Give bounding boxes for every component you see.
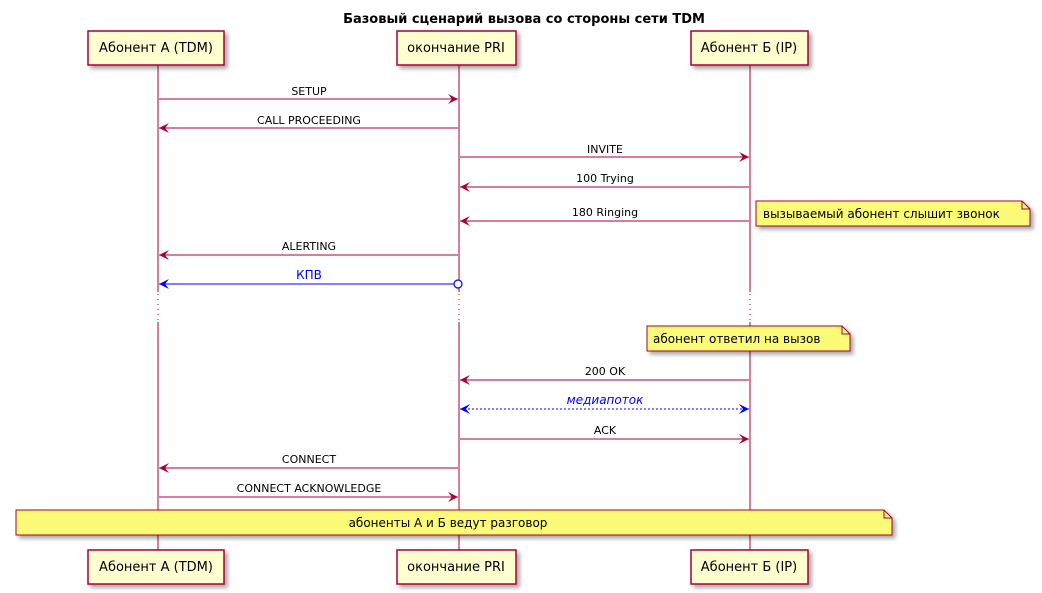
message-label: 200 OK (585, 365, 626, 378)
participant-label: окончание PRI (407, 560, 505, 575)
message-100-trying: 100 Trying (460, 172, 749, 192)
participant-label: Абонент Б (IP) (701, 41, 797, 56)
message-200-ok: 200 OK (460, 365, 749, 385)
message-invite: INVITE (460, 143, 749, 162)
message-label: INVITE (587, 143, 623, 156)
message-kpv: КПВ (159, 268, 463, 289)
note-label: абоненты А и Б ведут разговор (349, 516, 548, 530)
note-label: вызываемый абонент слышит звонок (763, 207, 1000, 221)
message-label: SETUP (291, 85, 327, 98)
message-label: КПВ (296, 268, 322, 282)
message-label: медиапоток (567, 393, 644, 407)
message-setup: SETUP (159, 85, 458, 104)
message-label: 100 Trying (576, 172, 634, 185)
message-connect-acknowledge: CONNECT ACKNOWLEDGE (159, 482, 458, 502)
message-ack: ACK (460, 424, 749, 444)
note-answered: абонент ответил на вызов (646, 325, 851, 352)
message-mediapotok: медиапоток (460, 393, 749, 414)
note-ringing: вызываемый абонент слышит звонок (755, 200, 1031, 227)
message-label: 180 Ringing (572, 206, 638, 219)
message-label: CONNECT (282, 453, 336, 466)
participant-label: Абонент Б (IP) (701, 560, 797, 575)
lifelines (157, 65, 751, 550)
message-label: CALL PROCEEDING (257, 114, 361, 127)
message-180-ringing: 180 Ringing (460, 206, 749, 226)
message-label: CONNECT ACKNOWLEDGE (237, 482, 382, 495)
note-label: абонент ответил на вызов (653, 332, 820, 346)
participant-abonent-a-top: Абонент А (TDM) (87, 30, 225, 66)
participant-pri-top: окончание PRI (396, 30, 517, 66)
participant-label: окончание PRI (407, 41, 505, 56)
message-connect: CONNECT (159, 453, 458, 473)
note-conversation: абоненты А и Б ведут разговор (15, 509, 893, 536)
message-origin-circle (453, 279, 463, 289)
message-label: ACK (594, 424, 617, 437)
participant-label: Абонент А (TDM) (99, 41, 213, 56)
participant-abonent-a-bottom: Абонент А (TDM) (87, 549, 225, 585)
message-call-proceeding: CALL PROCEEDING (159, 114, 458, 133)
diagram-title: Базовый сценарий вызова со стороны сети … (343, 12, 705, 27)
message-alerting: ALERTING (159, 240, 458, 260)
participant-pri-bottom: окончание PRI (396, 549, 517, 585)
message-label: ALERTING (282, 240, 336, 253)
participant-label: Абонент А (TDM) (99, 560, 213, 575)
participant-abonent-b-bottom: Абонент Б (IP) (690, 549, 809, 585)
participant-abonent-b-top: Абонент Б (IP) (690, 30, 809, 66)
